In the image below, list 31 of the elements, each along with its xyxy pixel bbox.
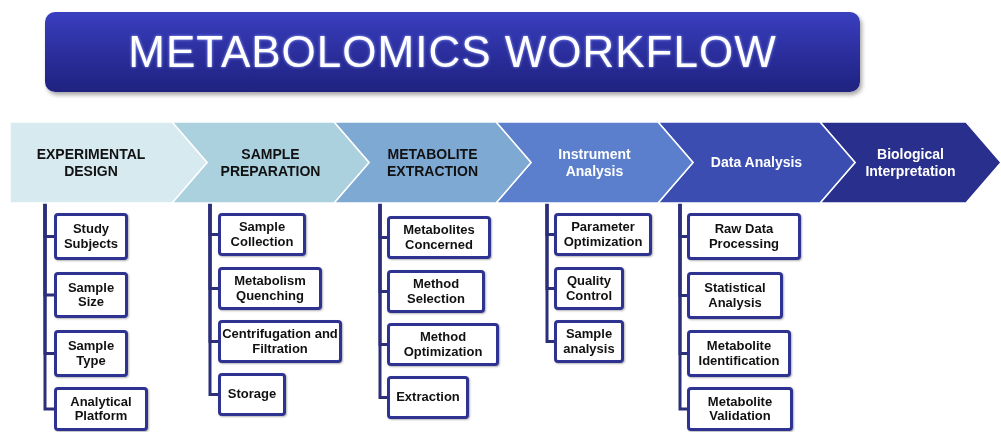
step-box: Method Optimization [387,323,499,366]
step-box: Metabolite Identification [687,330,791,377]
stage-banner: SAMPLE PREPARATION [172,122,369,203]
stage-banner: Biological Interpretation [820,122,1001,203]
step-box: Study Subjects [54,213,128,260]
step-box: Quality Control [554,267,624,310]
title-banner: METABOLOMICS WORKFLOW [45,12,860,92]
step-box: Parameter Optimization [554,213,652,256]
connector-line [545,203,554,343]
step-box: Raw Data Processing [687,213,801,260]
step-box: Sample Collection [218,213,306,256]
connector-line [378,203,387,399]
step-box: Sample analysis [554,320,624,363]
step-box: Method Selection [387,270,485,313]
step-box: Statistical Analysis [687,272,783,319]
step-box: Metabolite Validation [687,387,793,431]
step-box: Sample Size [54,272,128,318]
step-box: Metabolism Quenching [218,267,322,310]
step-box: Centrifugation and Filtration [218,320,342,363]
step-box: Storage [218,373,286,416]
step-box: Analytical Platform [54,387,148,431]
stage-banner: Data Analysis [658,122,855,203]
stage-banner: EXPERIMENTAL DESIGN [10,122,207,203]
connector-line [208,203,218,396]
step-box: Metabolites Concerned [387,216,491,259]
stage-banner: Instrument Analysis [496,122,693,203]
step-box: Sample Type [54,330,128,377]
connector-line [43,203,54,411]
connector-line [678,203,687,411]
stage-banner: METABOLITE EXTRACTION [334,122,531,203]
step-box: Extraction [387,376,469,419]
